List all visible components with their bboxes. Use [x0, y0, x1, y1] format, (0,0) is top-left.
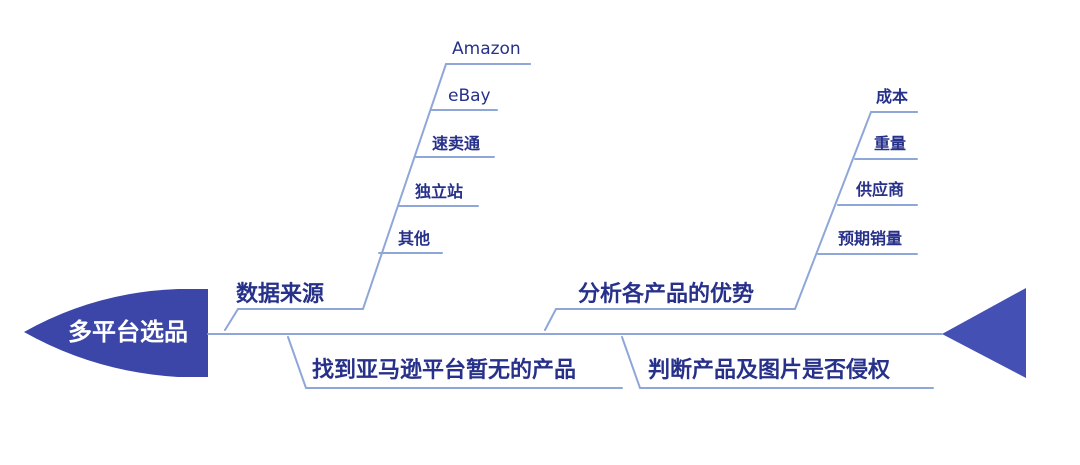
sub-label-cost: 成本	[876, 87, 909, 106]
fish-tail-shape	[942, 288, 1026, 378]
sub-label-other: 其他	[398, 229, 431, 248]
branch-label-find-product: 找到亚马逊平台暂无的产品	[312, 358, 577, 383]
sub-label-aliexpress: 速卖通	[432, 134, 481, 153]
sub-label-supplier: 供应商	[856, 180, 905, 199]
sub-label-expected-sales: 预期销量	[838, 229, 903, 248]
fish-head-label: 多平台选品	[68, 318, 188, 346]
sub-label-weight: 重量	[874, 134, 907, 153]
branch-label-data-source: 数据来源	[236, 282, 325, 307]
sub-label-independent-site: 独立站	[415, 182, 464, 201]
fish-head-shape	[24, 289, 208, 377]
branch-label-analyze: 分析各产品的优势	[578, 282, 755, 307]
sub-label-ebay: eBay	[448, 86, 491, 106]
branch-line-find-product	[287, 336, 623, 389]
sub-label-amazon: Amazon	[452, 39, 521, 59]
branch-label-infringe: 判断产品及图片是否侵权	[648, 358, 891, 383]
branch-line-infringe	[621, 336, 934, 389]
